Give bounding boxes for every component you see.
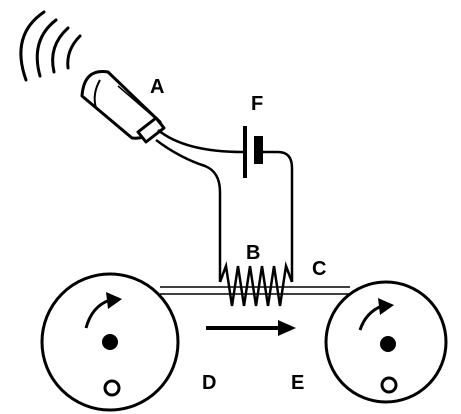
- sound-waves-icon: [19, 10, 82, 82]
- reel-hole: [103, 379, 121, 397]
- coil-icon: [218, 261, 294, 307]
- label-d: D: [202, 372, 216, 394]
- microphone-icon: [80, 70, 166, 144]
- label-a: A: [150, 76, 164, 98]
- reel-hole: [380, 376, 398, 394]
- reel-hub: [102, 334, 118, 350]
- battery-icon: [243, 126, 263, 178]
- arrow-right-icon: [206, 320, 296, 336]
- label-f: F: [251, 93, 263, 115]
- left-reel: [40, 272, 180, 412]
- reel-hub: [380, 336, 396, 352]
- right-reel: [324, 280, 448, 404]
- circuit-wires: [155, 129, 294, 282]
- label-b: B: [246, 242, 260, 264]
- label-e: E: [291, 372, 304, 394]
- label-c: C: [312, 258, 326, 280]
